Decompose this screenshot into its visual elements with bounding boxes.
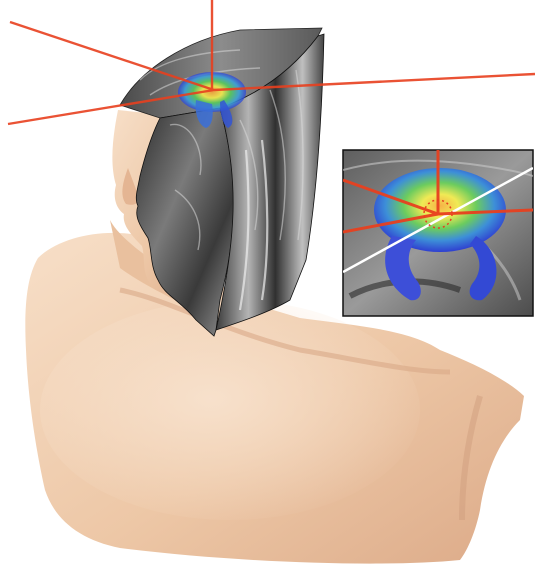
- inset-zoom-panel: [343, 150, 533, 316]
- chest-highlight: [40, 300, 420, 520]
